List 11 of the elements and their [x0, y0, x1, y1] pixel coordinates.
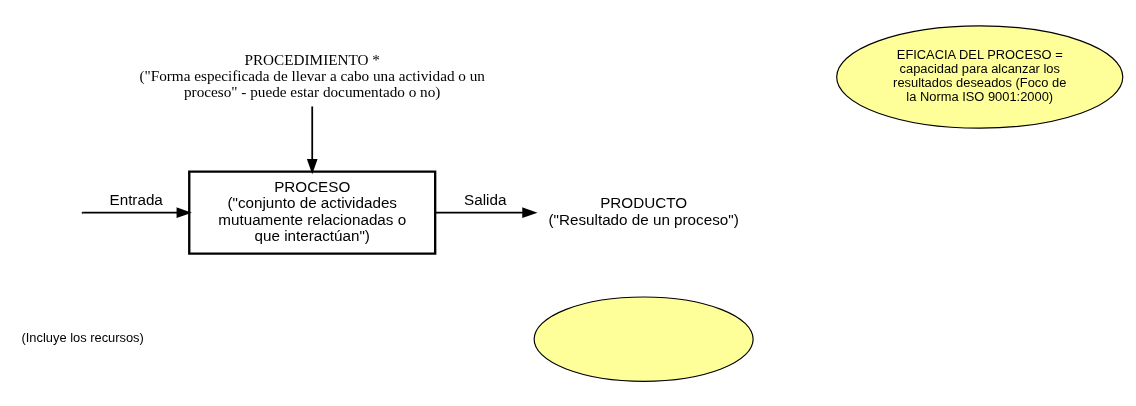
node-box: PROCESO ("conjunto de actividades mutuamente relacionadas o que interactúan") [188, 170, 437, 255]
arrow [82, 206, 192, 218]
edge-label: Salida [464, 190, 507, 208]
node-cloud [533, 295, 754, 382]
node-ellipse: EFICACIA DEL PROCESO = capacidad para alcanzar los resultados deseados (Foco de la Norma ISO 9001:2000) [836, 24, 1124, 129]
node-text: PROCEDIMIENTO * ("Forma especificada de llevar a cabo una actividad o un proceso" - puede estar documentado o no) [139, 50, 485, 100]
arrow [434, 206, 538, 218]
edge-label: Entrada [109, 190, 163, 208]
label: (Incluye los recursos) [21, 329, 144, 345]
arrow [306, 105, 318, 174]
node-text: PRODUCTO ("Resultado de un proceso") [548, 193, 739, 228]
